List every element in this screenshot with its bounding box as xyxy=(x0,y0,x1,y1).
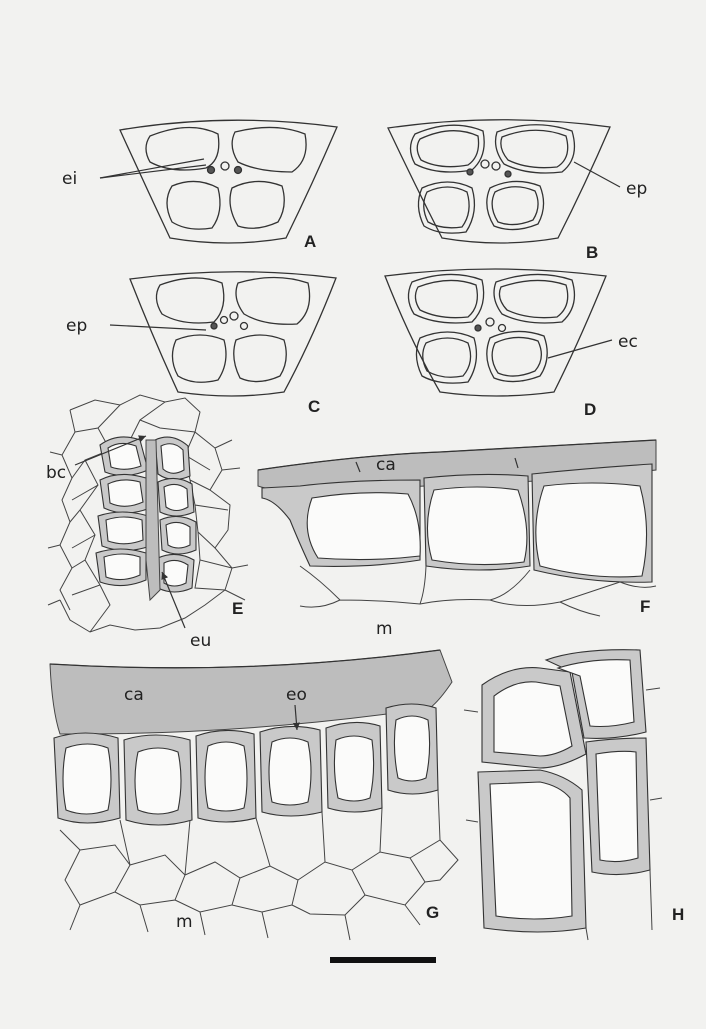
label-ec: ec xyxy=(618,332,638,352)
panel-label-h: H xyxy=(672,905,684,924)
panel-c xyxy=(110,272,336,396)
label-eo: eo xyxy=(286,685,307,705)
panel-label-g: G xyxy=(426,903,439,922)
panel-label-d: D xyxy=(584,400,596,419)
panel-label-e: E xyxy=(232,599,243,618)
panel-a xyxy=(100,120,337,243)
label-m-g: m xyxy=(176,912,193,932)
label-ep-b: ep xyxy=(626,179,647,199)
label-ca-g: ca xyxy=(124,685,144,705)
panel-h xyxy=(464,650,662,940)
panel-g xyxy=(50,650,458,940)
label-bc: bc xyxy=(46,463,66,483)
panel-label-c: C xyxy=(308,397,320,416)
label-m-f: m xyxy=(376,619,393,639)
panel-d xyxy=(385,269,612,396)
panel-e xyxy=(48,395,248,632)
label-ca-f: ca xyxy=(376,455,396,475)
label-ei: ei xyxy=(62,169,77,189)
label-ep-c: ep xyxy=(66,316,87,336)
panel-f xyxy=(258,440,656,616)
label-eu: eu xyxy=(190,631,211,651)
panel-label-f: F xyxy=(640,597,650,616)
panel-label-a: A xyxy=(304,232,316,251)
panel-label-b: B xyxy=(586,243,598,262)
panel-b xyxy=(388,120,620,243)
